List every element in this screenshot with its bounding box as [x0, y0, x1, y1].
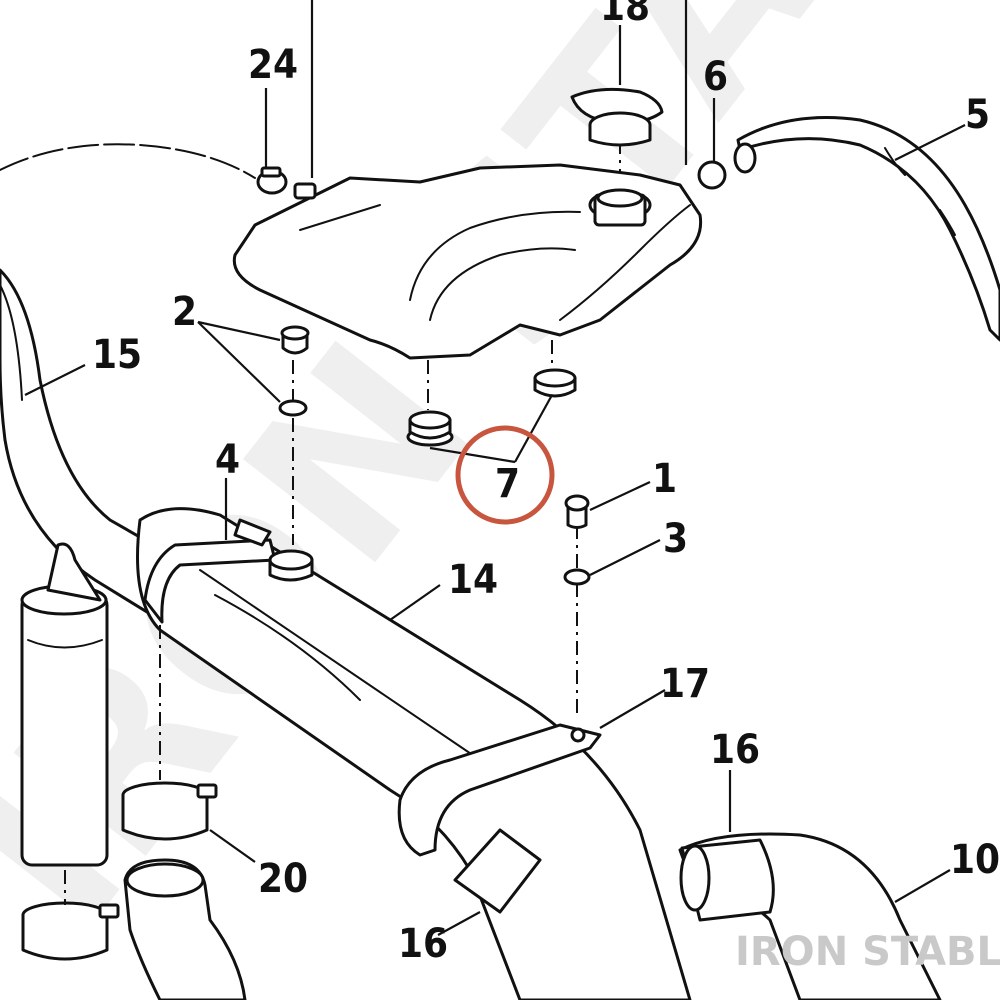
callout-1: 1	[652, 456, 677, 502]
elbow-hose	[123, 858, 247, 1000]
callout-16-lower: 16	[398, 921, 448, 967]
callout-24: 24	[248, 42, 298, 88]
callout-6: 6	[703, 54, 728, 100]
clamp-6	[697, 160, 727, 190]
clamp-24	[256, 166, 288, 195]
spacer-grommet	[268, 549, 314, 582]
leader-3	[589, 539, 661, 576]
leader-17	[599, 689, 666, 729]
callout-18: 18	[600, 0, 650, 30]
hose-10	[678, 832, 942, 1000]
highlight-circle-7	[455, 425, 555, 525]
frame-tube-14	[136, 507, 692, 1000]
callout-14: 14	[448, 557, 498, 603]
leader-14	[389, 584, 441, 621]
leader-20	[209, 829, 256, 863]
callout-10: 10	[950, 837, 1000, 883]
bolt-1	[564, 494, 590, 529]
callout-20: 20	[258, 856, 308, 902]
hose-clamp-lower-left	[21, 901, 120, 961]
brand-label: IRON STABLE	[735, 929, 1000, 975]
callout-4: 4	[215, 437, 240, 483]
leader-1	[589, 481, 651, 511]
leader-16b	[437, 911, 481, 936]
washer-2	[278, 399, 308, 417]
fitting-nipple	[293, 182, 317, 200]
callout-16-upper: 16	[710, 727, 760, 773]
washer-3	[563, 568, 591, 586]
vent-hose-5	[733, 116, 1000, 342]
callout-15: 15	[92, 332, 142, 378]
leader-2a	[197, 320, 281, 342]
callout-2: 2	[172, 289, 197, 335]
sleeve-16-lower	[453, 828, 542, 914]
hose-clamp-20	[121, 781, 218, 841]
callout-17: 17	[660, 661, 710, 707]
leader-7a	[429, 446, 516, 464]
drain-plug-2	[280, 325, 310, 355]
leader-7b	[514, 394, 553, 463]
mount-bracket-17	[397, 723, 602, 857]
leader-5	[894, 124, 966, 161]
leader-10	[894, 869, 951, 903]
oil-reservoir-tank	[232, 163, 703, 360]
grommet-7-left	[406, 410, 454, 447]
filler-cap-18	[570, 87, 664, 147]
leader-2b	[197, 321, 281, 403]
callout-5: 5	[965, 92, 990, 138]
leader-15	[24, 364, 86, 396]
grommet-7-right	[533, 368, 577, 398]
callout-7: 7	[495, 461, 520, 507]
callout-3: 3	[663, 516, 688, 562]
wire-cable	[0, 143, 256, 179]
left-vertical-tube	[20, 542, 109, 867]
